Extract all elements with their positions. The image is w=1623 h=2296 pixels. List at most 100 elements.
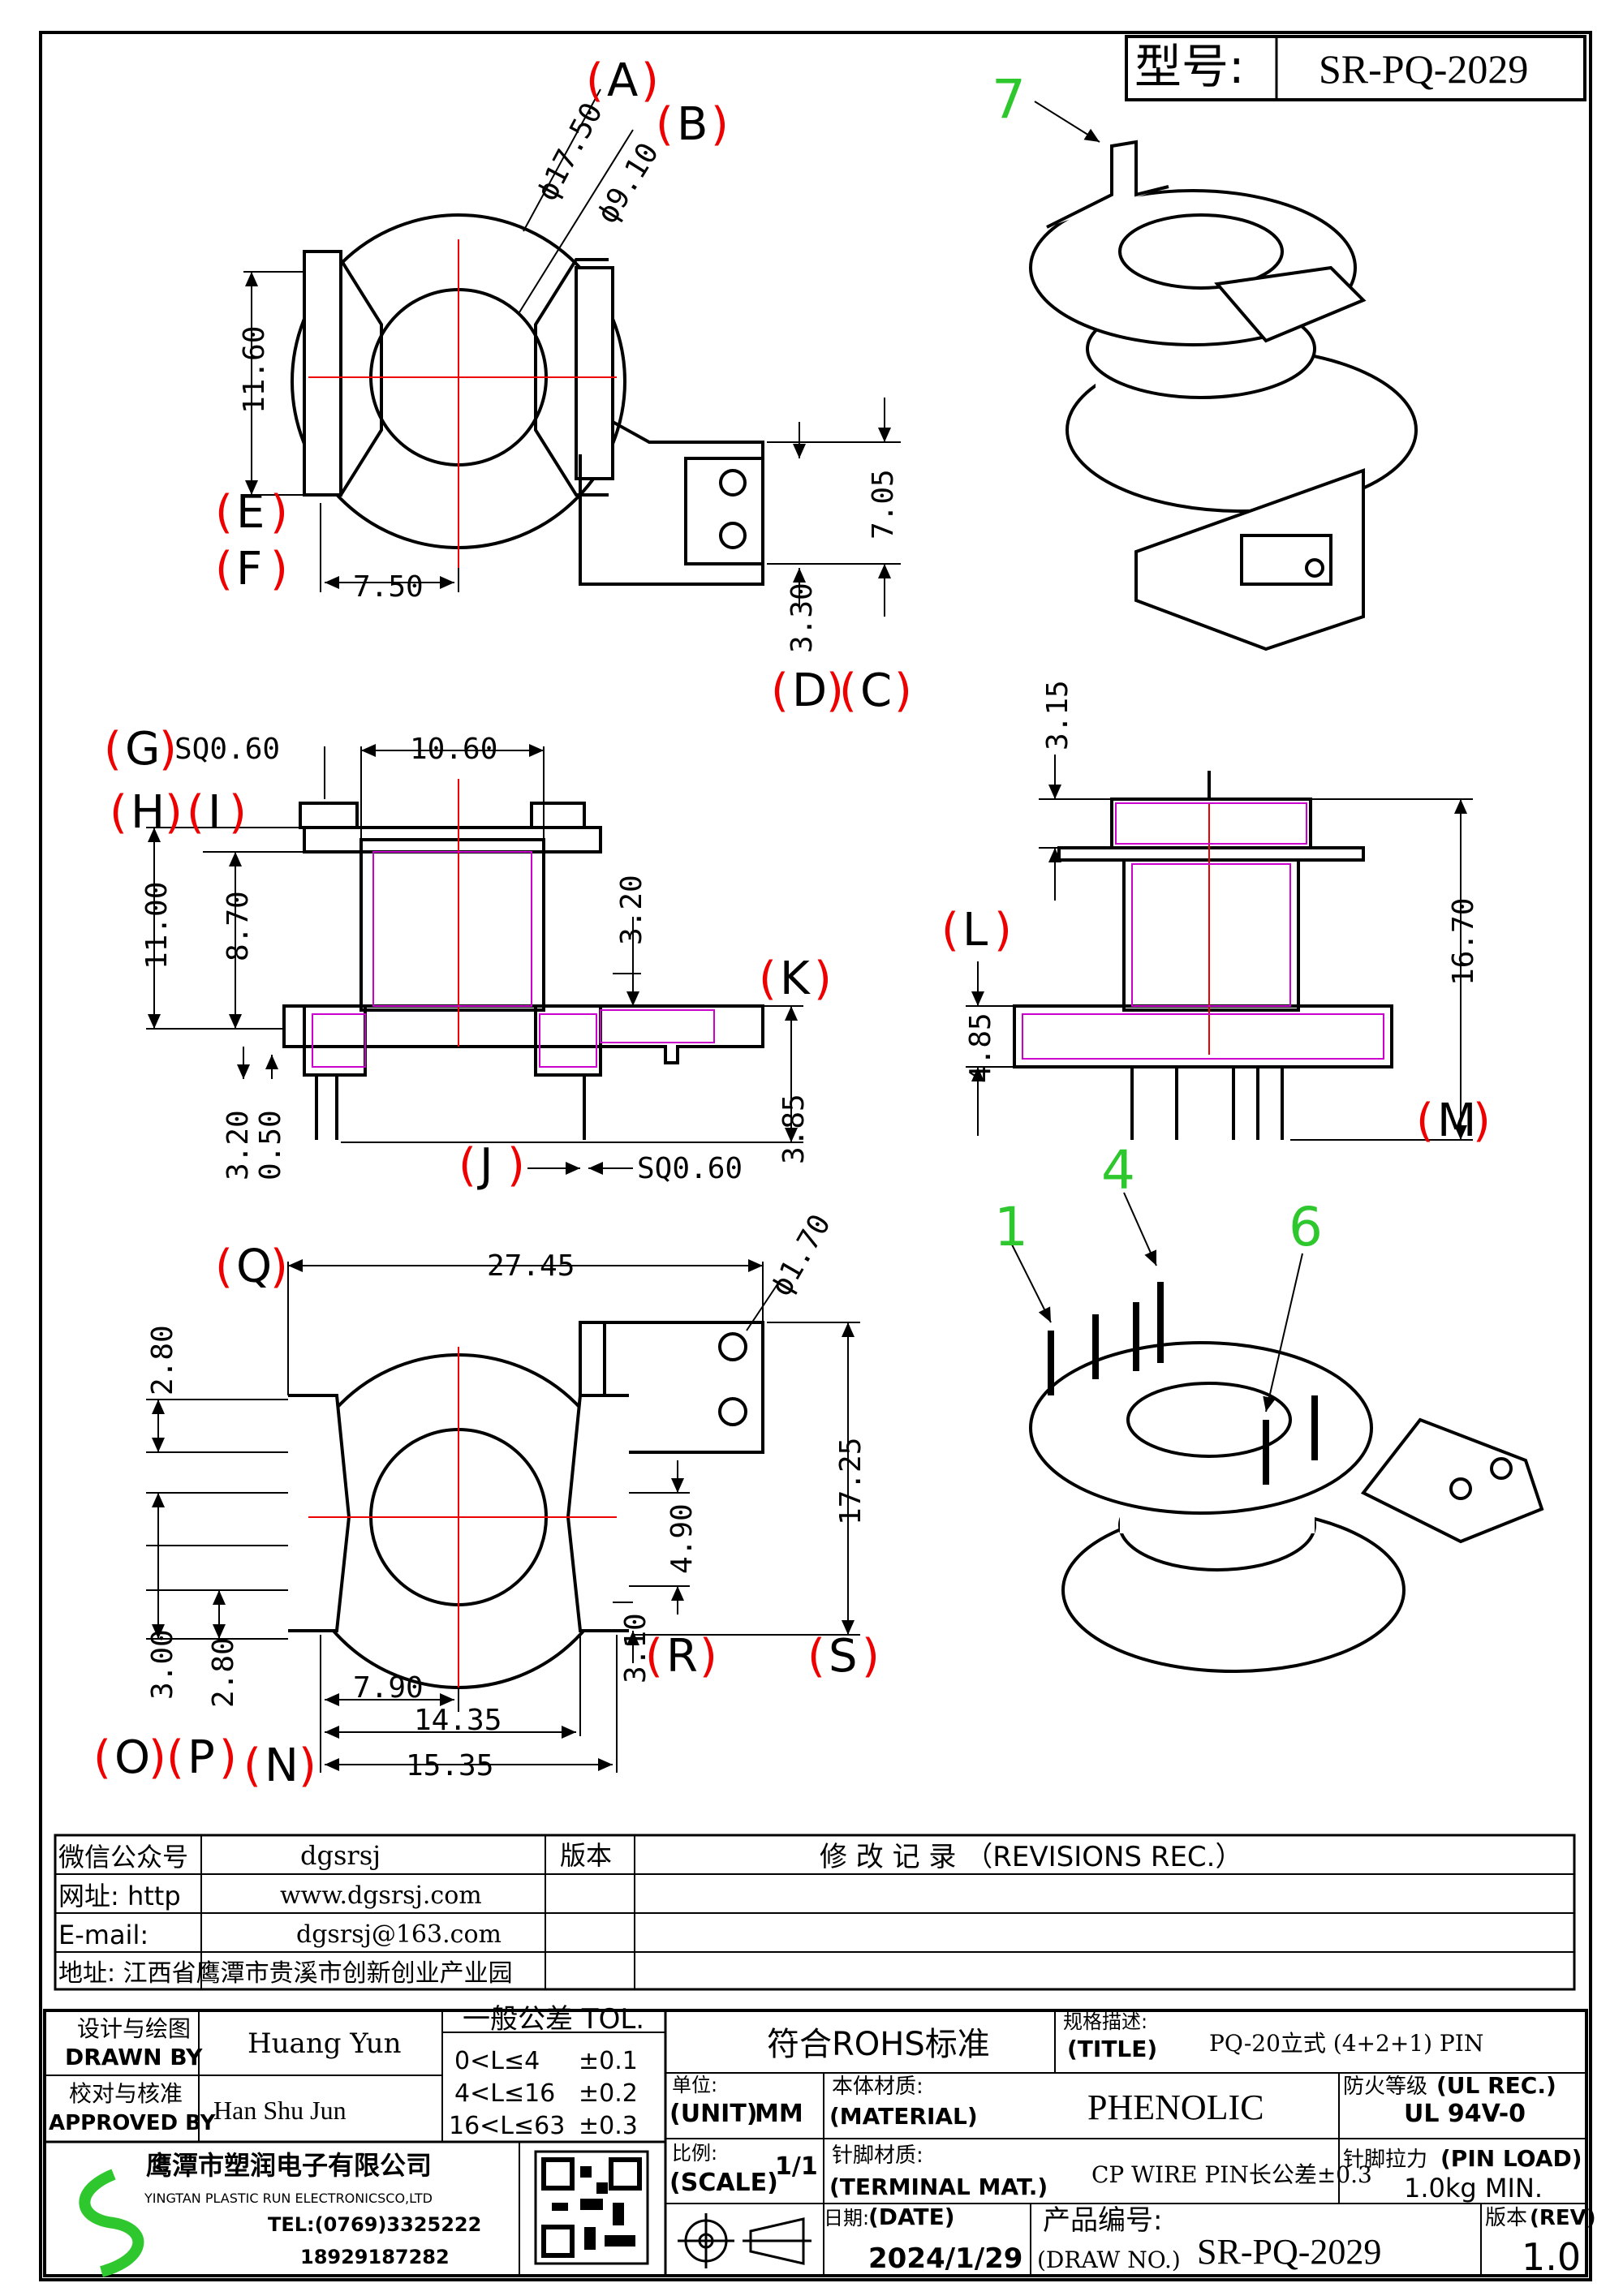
top-view — [291, 213, 764, 586]
callout-a: (A) — [586, 54, 659, 107]
info-label-website: 网址: http — [58, 1881, 181, 1911]
spec-value: PQ-20立式 (4+2+1) PIN — [1209, 2030, 1483, 2057]
svg-text:(: ( — [215, 543, 233, 595]
callout-c: (C) — [839, 664, 912, 717]
model-value: SR-PQ-2029 — [1319, 46, 1528, 92]
date-label-cn: 日期: — [824, 2207, 869, 2229]
svg-text:O: O — [114, 1731, 150, 1784]
svg-text:(: ( — [1416, 1094, 1434, 1147]
callout-j: (J) — [458, 1139, 525, 1192]
svg-text:): ) — [229, 786, 247, 839]
tol-value-2: ±0.2 — [579, 2079, 638, 2108]
fire-value: UL 94V-0 — [1404, 2100, 1526, 2128]
company-name-en: YINGTAN PLASTIC RUN ELECTRONICSCO,LTD — [144, 2191, 433, 2206]
callout-k: (K) — [759, 952, 832, 1005]
svg-text:M: M — [1437, 1094, 1476, 1147]
material-label-cn: 本体材质: — [832, 2075, 923, 2099]
side-view — [1013, 771, 1393, 1140]
svg-text:A: A — [607, 54, 638, 107]
title-block-text: 设计与绘图 DRAWN BY Huang Yun 校对与核准 APPROVED … — [49, 2003, 1596, 2279]
front-view — [282, 779, 764, 1140]
tol-range-2: 4<L≤16 — [454, 2079, 555, 2108]
pin-callout-4: 4 — [1101, 1139, 1135, 1202]
callout-e: (E) — [215, 486, 288, 539]
svg-text:(: ( — [941, 904, 959, 957]
svg-text:): ) — [1473, 1094, 1491, 1147]
svg-text:): ) — [994, 904, 1012, 957]
callout-q: (Q) — [215, 1240, 288, 1293]
side-view-dims — [966, 755, 1473, 1141]
callout-l: (L) — [941, 904, 1012, 957]
dim-dia-17-50: ϕ17.50 — [531, 97, 609, 206]
svg-text:L: L — [962, 904, 988, 957]
tol-value-3: ±0.3 — [579, 2112, 638, 2140]
material-value: PHENOLIC — [1087, 2087, 1264, 2127]
terminal-value: CP WIRE PIN长公差±0.3 — [1091, 2161, 1372, 2188]
svg-text:S: S — [829, 1630, 858, 1683]
dim-2-80-top: 2.80 — [146, 1325, 179, 1395]
svg-text:J: J — [477, 1139, 493, 1192]
svg-text:(: ( — [771, 664, 789, 717]
unit-label-cn: 单位: — [672, 2074, 717, 2096]
svg-text:): ) — [814, 952, 832, 1005]
front-view-dims — [146, 744, 803, 1175]
callout-p: (P) — [166, 1731, 237, 1784]
terminal-label-en: (TERMINAL MAT.) — [829, 2173, 1048, 2200]
pin-callouts: 7 1 4 6 — [992, 68, 1323, 1258]
rev-label-en: (REV) — [1530, 2206, 1596, 2230]
info-label-email: E-mail: — [58, 1920, 149, 1950]
rohs-label: 符合ROHS标准 — [767, 2026, 990, 2063]
dim-14-35: 14.35 — [414, 1704, 502, 1737]
letter-callouts: (A) (B) (D) (C) (E) (F) (G) (H) (I) (K) … — [93, 54, 1491, 1792]
dim-3-20-left: 3.20 — [222, 1110, 255, 1180]
callout-b: (B) — [656, 98, 729, 151]
terminal-label-cn: 针脚材质: — [832, 2143, 923, 2168]
dim-16-70: 16.70 — [1447, 898, 1480, 986]
svg-text:): ) — [711, 98, 729, 151]
dim-3-10: 3.10 — [619, 1613, 652, 1683]
callout-s: (S) — [807, 1630, 880, 1683]
pinload-label-en: (PIN LOAD) — [1440, 2145, 1582, 2172]
svg-text:K: K — [780, 952, 811, 1005]
model-box: 型号: SR-PQ-2029 — [1125, 35, 1586, 101]
pin-callout-leaders — [1010, 101, 1303, 1412]
drawno-label-en: (DRAW NO.) — [1037, 2247, 1181, 2273]
drawn-label-cn: 设计与绘图 — [77, 2015, 191, 2042]
front-view-labels: SQ0.60 10.60 11.00 8.70 3.20 3.20 0.50 3… — [140, 733, 811, 1185]
dim-dia-9-10: ϕ9.10 — [591, 137, 665, 230]
dim-27-45: 27.45 — [487, 1249, 575, 1283]
svg-text:P: P — [187, 1731, 215, 1784]
bottom-view — [288, 1321, 764, 1704]
sheet-border — [39, 31, 1592, 2281]
callout-h: (H) — [110, 786, 183, 839]
svg-text:Q: Q — [236, 1240, 272, 1293]
svg-text:): ) — [894, 664, 912, 717]
dim-7-90: 7.90 — [353, 1671, 424, 1705]
svg-text:): ) — [641, 54, 659, 107]
svg-text:(: ( — [215, 1240, 233, 1293]
bottom-view-dims — [146, 1259, 860, 1773]
svg-text:): ) — [826, 664, 844, 717]
dim-2-80-bot: 2.80 — [207, 1637, 240, 1708]
svg-text:(: ( — [458, 1139, 476, 1192]
svg-text:(: ( — [215, 486, 233, 539]
svg-text:): ) — [270, 1240, 288, 1293]
svg-text:R: R — [666, 1630, 698, 1683]
info-address: 地址: 江西省鹰潭市贵溪市创新创业产业园 — [58, 1959, 513, 1988]
model-label: 型号: — [1134, 39, 1245, 94]
company-phone: 18929187282 — [300, 2246, 450, 2268]
svg-text:(: ( — [187, 786, 204, 839]
drawn-label-en: DRAWN BY — [65, 2044, 203, 2070]
spec-label-cn: 规格描述: — [1063, 2010, 1147, 2033]
callout-o: (O) — [93, 1731, 166, 1784]
svg-text:(: ( — [759, 952, 777, 1005]
drawno-value: SR-PQ-2029 — [1197, 2232, 1381, 2272]
info-value-website: www.dgsrsj.com — [280, 1881, 482, 1910]
dim-11-60: 11.60 — [238, 326, 271, 414]
svg-text:(: ( — [645, 1630, 663, 1683]
iso-view-top — [1029, 140, 1418, 651]
company-tel: TEL:(0769)3325222 — [268, 2213, 481, 2236]
revisions-header: 修 改 记 录 （REVISIONS REC.） — [820, 1841, 1242, 1873]
dim-7-05: 7.05 — [867, 469, 900, 540]
dim-15-35: 15.35 — [406, 1749, 493, 1782]
